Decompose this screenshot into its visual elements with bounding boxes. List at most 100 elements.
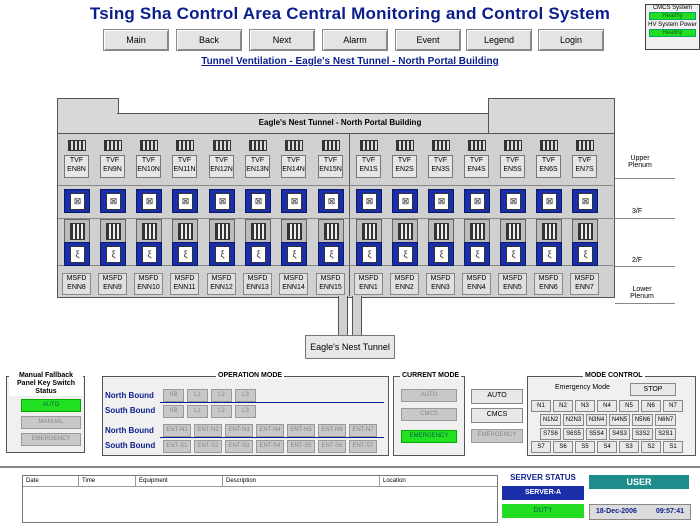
fan-icon[interactable]: ξ xyxy=(392,242,418,266)
damper-slot-icon[interactable] xyxy=(245,219,271,243)
mode-control-button[interactable]: S5 xyxy=(575,441,595,453)
fan-icon[interactable]: ξ xyxy=(172,242,198,266)
fan-damper-icon[interactable]: ⊠ xyxy=(572,189,598,213)
fan-icon[interactable]: ξ xyxy=(464,242,490,266)
mode-control-button[interactable]: N3 xyxy=(575,400,595,412)
op-mode-button[interactable]: ENT-S4 xyxy=(256,440,284,453)
mode-control-button[interactable]: N2 xyxy=(553,400,573,412)
op-mode-button[interactable]: ENT-N4 xyxy=(256,424,284,437)
fan-damper-icon[interactable]: ⊠ xyxy=(500,189,526,213)
op-mode-button[interactable]: L3 xyxy=(235,389,256,402)
op-mode-button[interactable]: ENT-S6 xyxy=(318,440,346,453)
stop-button[interactable]: STOP xyxy=(630,383,676,396)
op-mode-button[interactable]: ENT-N1 xyxy=(163,424,191,437)
nav-event-button[interactable]: Event xyxy=(395,29,461,51)
fan-icon[interactable]: ξ xyxy=(356,242,382,266)
nav-alarm-button[interactable]: Alarm xyxy=(322,29,388,51)
fan-icon[interactable]: ξ xyxy=(281,242,307,266)
mode-control-button[interactable]: N5 xyxy=(619,400,639,412)
damper-slot-icon[interactable] xyxy=(356,219,382,243)
mode-control-button[interactable]: S6S5 xyxy=(563,428,584,440)
op-mode-button[interactable]: ENT-N5 xyxy=(287,424,315,437)
mode-control-button[interactable]: S3 xyxy=(619,441,639,453)
fan-icon[interactable]: ξ xyxy=(100,242,126,266)
mode-emergency-button[interactable]: EMERGENCY xyxy=(471,429,523,443)
mode-auto-button[interactable]: AUTO xyxy=(471,389,523,404)
mode-control-button[interactable]: N6 xyxy=(641,400,661,412)
damper-slot-icon[interactable] xyxy=(572,219,598,243)
mode-control-button[interactable]: S1 xyxy=(663,441,683,453)
fan-icon[interactable]: ξ xyxy=(572,242,598,266)
fan-damper-icon[interactable]: ⊠ xyxy=(318,189,344,213)
fan-damper-icon[interactable]: ⊠ xyxy=(136,189,162,213)
damper-slot-icon[interactable] xyxy=(500,219,526,243)
op-mode-button[interactable]: ENT-S5 xyxy=(287,440,315,453)
mode-control-button[interactable]: N6N7 xyxy=(655,414,676,426)
mode-control-button[interactable]: N3N4 xyxy=(586,414,607,426)
fan-icon[interactable]: ξ xyxy=(500,242,526,266)
eagles-nest-tunnel-button[interactable]: Eagle's Nest Tunnel xyxy=(305,335,395,359)
op-mode-button[interactable]: SB xyxy=(163,389,184,402)
mode-control-button[interactable]: S7 xyxy=(531,441,551,453)
fan-damper-icon[interactable]: ⊠ xyxy=(356,189,382,213)
fan-damper-icon[interactable]: ⊠ xyxy=(64,189,90,213)
mode-control-button[interactable]: S7S6 xyxy=(540,428,561,440)
mode-control-button[interactable]: S4 xyxy=(597,441,617,453)
mode-control-button[interactable]: S2 xyxy=(641,441,661,453)
mode-control-button[interactable]: N7 xyxy=(663,400,683,412)
damper-slot-icon[interactable] xyxy=(536,219,562,243)
mode-control-button[interactable]: S4S3 xyxy=(609,428,630,440)
nav-next-button[interactable]: Next xyxy=(249,29,315,51)
fan-damper-icon[interactable]: ⊠ xyxy=(172,189,198,213)
mode-cmcs-button[interactable]: CMCS xyxy=(471,408,523,423)
fan-icon[interactable]: ξ xyxy=(536,242,562,266)
fan-damper-icon[interactable]: ⊠ xyxy=(281,189,307,213)
damper-slot-icon[interactable] xyxy=(428,219,454,243)
nav-back-button[interactable]: Back xyxy=(176,29,242,51)
fan-icon[interactable]: ξ xyxy=(428,242,454,266)
damper-slot-icon[interactable] xyxy=(100,219,126,243)
mode-control-button[interactable]: N4N5 xyxy=(609,414,630,426)
mode-control-button[interactable]: N1N2 xyxy=(540,414,561,426)
op-mode-button[interactable]: L1 xyxy=(187,405,208,418)
fan-damper-icon[interactable]: ⊠ xyxy=(209,189,235,213)
mode-control-button[interactable]: S2S1 xyxy=(655,428,676,440)
mode-control-button[interactable]: S5S4 xyxy=(586,428,607,440)
fan-icon[interactable]: ξ xyxy=(64,242,90,266)
op-mode-button[interactable]: ENT-S2 xyxy=(194,440,222,453)
op-mode-button[interactable]: ENT-S3 xyxy=(225,440,253,453)
mode-control-button[interactable]: N1 xyxy=(531,400,551,412)
op-mode-button[interactable]: ENT-N3 xyxy=(225,424,253,437)
op-mode-button[interactable]: ENT-N6 xyxy=(318,424,346,437)
mode-control-button[interactable]: N2N3 xyxy=(563,414,584,426)
op-mode-button[interactable]: L2 xyxy=(211,389,232,402)
fan-damper-icon[interactable]: ⊠ xyxy=(428,189,454,213)
nav-login-button[interactable]: Login xyxy=(538,29,604,51)
op-mode-button[interactable]: ENT-S7 xyxy=(349,440,377,453)
fan-damper-icon[interactable]: ⊠ xyxy=(392,189,418,213)
fan-icon[interactable]: ξ xyxy=(245,242,271,266)
damper-slot-icon[interactable] xyxy=(172,219,198,243)
damper-slot-icon[interactable] xyxy=(136,219,162,243)
op-mode-button[interactable]: L1 xyxy=(187,389,208,402)
